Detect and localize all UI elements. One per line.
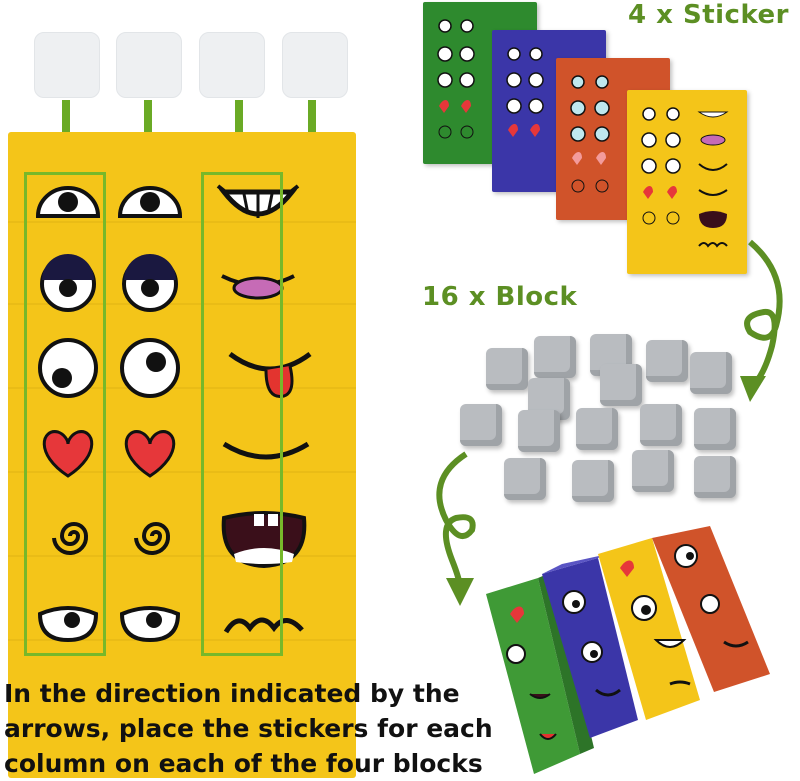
grey-block xyxy=(572,460,614,502)
shout-mouth-sticker xyxy=(221,511,307,569)
eye-sticker xyxy=(117,186,183,218)
grey-block xyxy=(694,456,736,498)
block-count-label: 16 x Block xyxy=(422,282,578,312)
instruction-line: column on each of the four blocks xyxy=(4,749,483,778)
grey-block xyxy=(694,408,736,450)
lips-mouth-sticker xyxy=(221,274,295,300)
block-face-slot-4 xyxy=(282,32,348,98)
grey-block xyxy=(486,348,528,390)
assembled-face-blocks-illustration xyxy=(486,526,770,774)
sticker-sheet-large xyxy=(8,132,356,778)
eye-sticker xyxy=(38,338,98,398)
spiral-eye-sticker xyxy=(134,522,171,555)
smile-mouth-sticker xyxy=(222,441,310,460)
yellow-block-column xyxy=(598,538,700,720)
instruction-line: arrows, place the stickers for each xyxy=(4,714,493,743)
spiral-eye-sticker xyxy=(52,522,89,555)
eye-sticker xyxy=(119,606,181,643)
wavy-mouth-sticker xyxy=(223,617,304,634)
eye-sticker xyxy=(37,606,99,643)
grey-block xyxy=(690,352,732,394)
heart-eye-sticker xyxy=(124,430,176,478)
orange-block-column xyxy=(652,526,770,692)
grey-block xyxy=(600,364,642,406)
eye-sticker xyxy=(122,254,178,312)
grey-block xyxy=(640,404,682,446)
curly-arrow-icon xyxy=(740,239,783,402)
sticker-count-label: 4 x Sticker xyxy=(628,0,789,30)
curly-arrow-icon xyxy=(436,451,476,606)
eye-sticker xyxy=(35,186,101,218)
blue-block-column xyxy=(542,554,638,738)
column-highlight-left xyxy=(24,172,106,656)
face-stickers-illustration xyxy=(8,184,356,643)
grey-block xyxy=(460,404,502,446)
instruction-line: In the direction indicated by the xyxy=(4,679,460,708)
heart-eye-sticker xyxy=(42,430,94,478)
column-highlight-right xyxy=(201,172,283,656)
eye-sticker xyxy=(40,254,96,312)
sticker-sheet-yellow xyxy=(627,90,747,274)
tongue-mouth-sticker xyxy=(228,351,312,398)
eye-sticker xyxy=(120,338,180,398)
grey-block xyxy=(518,410,560,452)
grey-block xyxy=(534,336,576,378)
grey-block xyxy=(646,340,688,382)
grey-block xyxy=(576,408,618,450)
grin-mouth-sticker xyxy=(216,184,300,218)
grey-block xyxy=(632,450,674,492)
grey-block xyxy=(504,458,546,500)
green-block-column xyxy=(486,572,594,774)
block-face-slot-1 xyxy=(34,32,100,98)
block-face-slot-2 xyxy=(116,32,182,98)
instruction-text: In the direction indicated by the arrows… xyxy=(4,676,524,781)
block-face-slot-3 xyxy=(199,32,265,98)
